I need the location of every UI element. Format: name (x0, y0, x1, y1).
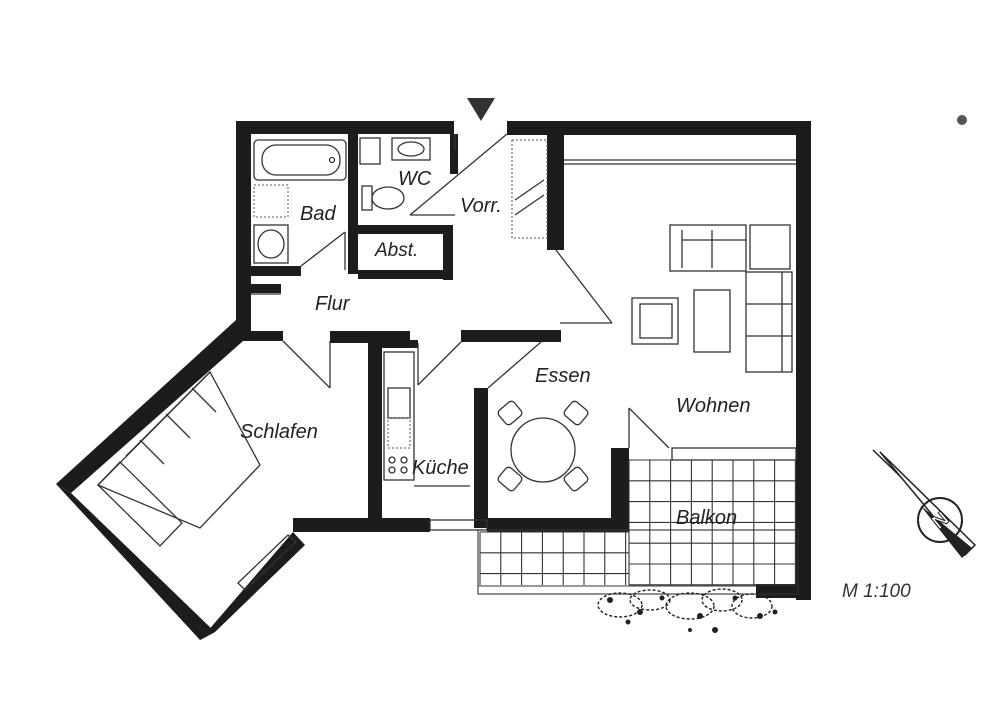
stray-mark (957, 115, 967, 125)
room-label-essen: Essen (535, 365, 591, 387)
room-label-vorr: Vorr. (460, 195, 502, 217)
room-label-wohnen: Wohnen (676, 395, 751, 417)
scale-label: M 1:100 (842, 581, 911, 602)
doors-windows (237, 133, 797, 591)
room-label-kueche: Küche (412, 457, 469, 479)
room-label-bad: Bad (300, 203, 336, 225)
plants (597, 588, 778, 633)
room-label-wc: WC (398, 168, 432, 190)
room-label-balkon: Balkon (676, 507, 737, 529)
room-label-flur: Flur (315, 293, 351, 315)
room-label-schlafen: Schlafen (240, 421, 318, 443)
fixtures (96, 137, 793, 547)
room-label-abst: Abst. (374, 240, 418, 261)
north-compass-icon: N (872, 449, 977, 558)
walls (56, 121, 811, 640)
balcony-tiles (477, 459, 799, 595)
entrance-arrow-icon (467, 98, 495, 121)
